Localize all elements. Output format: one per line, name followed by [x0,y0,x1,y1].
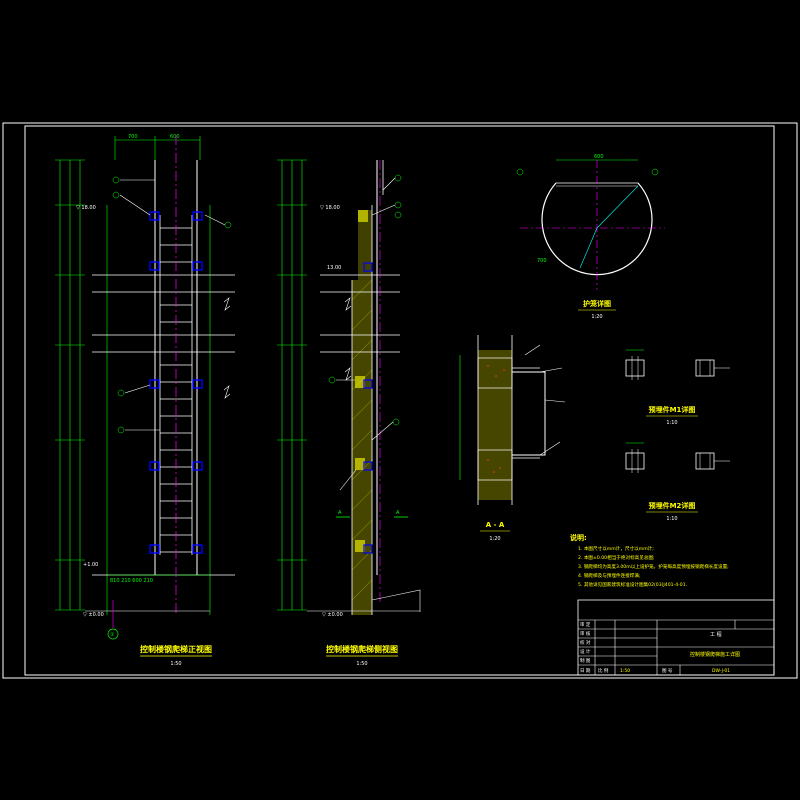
front-view: 700 600 [55,134,235,667]
cage-width-dim: 600 [594,154,604,160]
note-item: 4. 钢爬梯及与预埋件连接焊满; [578,572,641,579]
tb-project-label: 工 程 [710,631,722,638]
embed-m2-detail: 预埋件M2详图 1:10 [625,442,730,522]
tb-drawing-title: 控制楼钢爬梯施工详图 [690,651,740,658]
level-top-side: ▽ 18.00 [320,205,340,211]
note-item: 1. 本图尺寸以mm计，尺寸以mm计; [578,545,654,552]
dim-top-left: 700 [128,134,138,140]
level-low-front: +1.00 [83,562,98,568]
tb-row-label: 日 期 [580,668,591,674]
tb-scale-value: 1:50 [620,668,630,674]
note-item: 3. 钢爬梯均为高度3.00m以上设护笼，护笼每高度预埋按钢爬梯长度设置; [578,563,729,570]
section-scale: 1:20 [489,536,500,542]
level-ground-front: ▽ ±0.00 [83,612,104,618]
embed-m1-detail: 预埋件M1详图 1:10 [625,349,730,426]
embed-m2-title: 预埋件M2详图 [649,501,696,510]
anchor-plates [149,211,203,554]
level-mid-side: 13.00 [327,265,341,271]
cage-title: 护笼详图 [583,299,611,308]
tb-drawing-no-label: 图 号 [662,668,673,674]
level-top-front: ▽ 18.00 [76,205,96,211]
side-view: A A ▽ 18.00 13.00 ▽ ±0.00 控制楼钢爬梯侧视图 1:50 [277,159,421,667]
notes-block: 说明: 1. 本图尺寸以mm计，尺寸以mm计; 2. 本图±0.00相当于绝对标… [570,533,729,588]
front-view-title: 控制楼钢爬梯正视图 [140,644,212,654]
section-title: A - A [486,521,505,529]
tb-row-label: 审 核 [580,630,591,637]
cage-detail: 600 700 护笼详图 1:20 [516,154,665,320]
embed-m1-scale: 1:10 [666,420,677,426]
outer-frame [2,122,798,679]
axis-bubble-front: ① [110,632,115,638]
embed-m2-scale: 1:10 [666,516,677,522]
dim-bottom-row: 810 210 600 210 [110,578,153,584]
tb-scale-label: 比 例 [598,667,609,674]
note-item: 2. 本图±0.00相当于绝对标高见总图; [578,554,655,561]
tb-drawing-no: DW-J-01 [712,668,730,674]
side-view-scale: 1:50 [356,661,367,667]
embed-m1-title: 预埋件M1详图 [649,405,696,414]
tb-row-label: 设 计 [580,648,591,655]
dim-top-right: 600 [170,134,180,140]
tb-row-label: 制 图 [580,657,591,664]
level-ground-side: ▽ ±0.00 [322,612,343,618]
cage-scale: 1:20 [591,314,602,320]
note-item: 5. 其他详见国家建筑标准设计图集02(03)J401-4-01. [578,581,687,588]
notes-heading: 说明: [570,533,587,542]
side-view-title: 控制楼钢爬梯侧视图 [326,644,398,654]
section-aa: A - A 1:20 [459,335,566,542]
tb-row-label: 审 定 [580,621,591,628]
section-marker-right: A [396,510,400,516]
section-marker-left: A [338,510,342,516]
cage-radius-dim: 700 [537,258,547,264]
tb-row-label: 校 对 [580,639,591,646]
inner-frame [24,125,775,676]
front-view-scale: 1:50 [170,661,181,667]
title-block: 审 定 审 核 校 对 设 计 制 图 日 期 工 程 控制楼钢爬梯施工详图 比… [577,599,775,676]
